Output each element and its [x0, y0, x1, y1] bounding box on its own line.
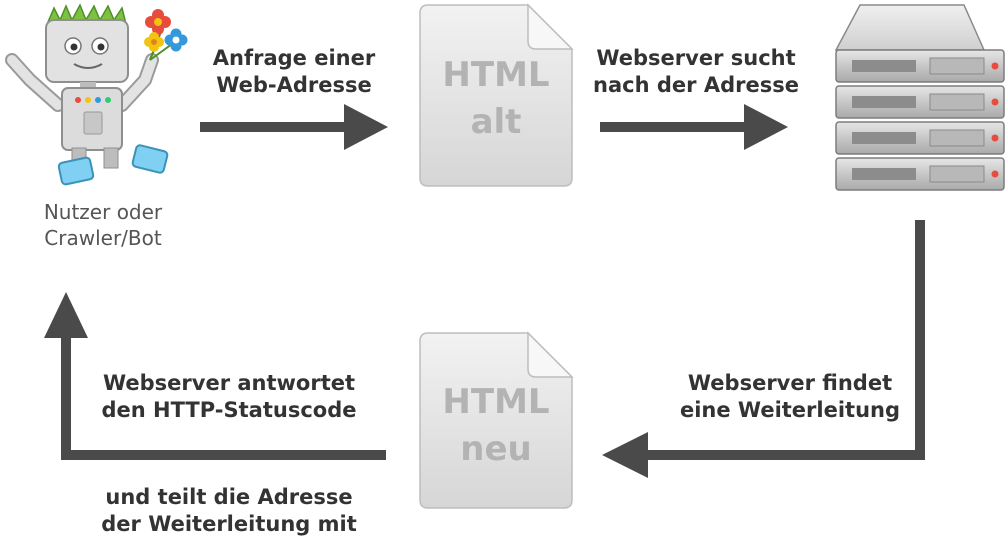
step-respond-line2: den HTTP-Statuscode [101, 398, 357, 422]
document-old-line1: HTML [442, 55, 549, 95]
document-old-line2: alt [471, 102, 522, 142]
arrowhead-respond [44, 292, 88, 338]
step-respond-label: Webserver antwortet den HTTP-Statuscode [96, 370, 362, 424]
step-search-line2: nach der Adresse [593, 73, 799, 97]
step-request-line1: Anfrage einer [212, 46, 376, 70]
step-share-line2: der Weiterleitung mit [101, 512, 357, 536]
html-document-old-icon: HTML alt [419, 3, 574, 187]
html-document-new-icon: HTML neu [419, 331, 574, 509]
document-new-line2: neu [460, 429, 531, 469]
step-share-line1: und teilt die Adresse [105, 485, 353, 509]
actor-label: Nutzer oder Crawler/Bot [18, 199, 188, 251]
arrowhead-request [344, 104, 388, 150]
step-request-line2: Web-Adresse [216, 73, 372, 97]
arrowhead-search [744, 104, 788, 150]
step-request-label: Anfrage einer Web-Adresse [188, 45, 400, 99]
server-rack-icon [834, 4, 1005, 191]
actor-label-line2: Crawler/Bot [44, 226, 162, 250]
step-redirect-found-line1: Webserver findet [687, 371, 893, 395]
step-share-label: und teilt die Adresse der Weiterleitung … [96, 484, 362, 538]
actor-label-line1: Nutzer oder [43, 200, 163, 224]
step-search-line1: Webserver sucht [596, 46, 796, 70]
flower-bouquet-icon [144, 9, 188, 61]
flow-arrows [61, 122, 925, 460]
step-redirect-found-label: Webserver findet eine Weiterleitung [672, 370, 908, 424]
step-search-label: Webserver sucht nach der Adresse [580, 45, 812, 99]
step-redirect-found-line2: eine Weiterleitung [679, 398, 901, 422]
document-new-line1: HTML [442, 382, 549, 422]
step-respond-line1: Webserver antwortet [102, 371, 356, 395]
arrow-respond [61, 338, 386, 460]
arrowhead-redirect-found [602, 432, 648, 478]
arrow-redirect-found [648, 220, 925, 460]
robot-mascot-icon [5, 3, 188, 186]
